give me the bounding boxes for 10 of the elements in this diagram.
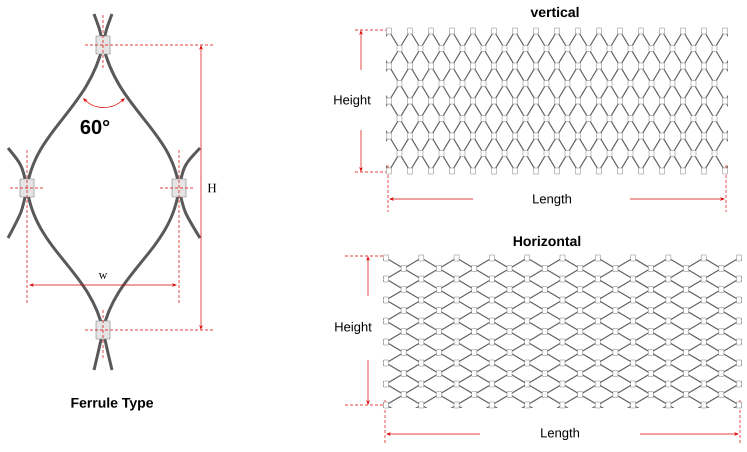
- dimension-label: Length: [541, 428, 580, 440]
- dimension-label: Length: [533, 194, 572, 206]
- dimension-label: w: [98, 273, 108, 279]
- dimension-label: Height: [334, 94, 371, 108]
- heading: Horizontal: [514, 236, 580, 246]
- caption: Ferrule Type: [71, 397, 154, 410]
- dimension-label: H: [208, 184, 216, 192]
- heading: vertical: [530, 6, 579, 18]
- dimension-label: Height: [335, 322, 372, 334]
- angle-label: 60°: [80, 120, 110, 134]
